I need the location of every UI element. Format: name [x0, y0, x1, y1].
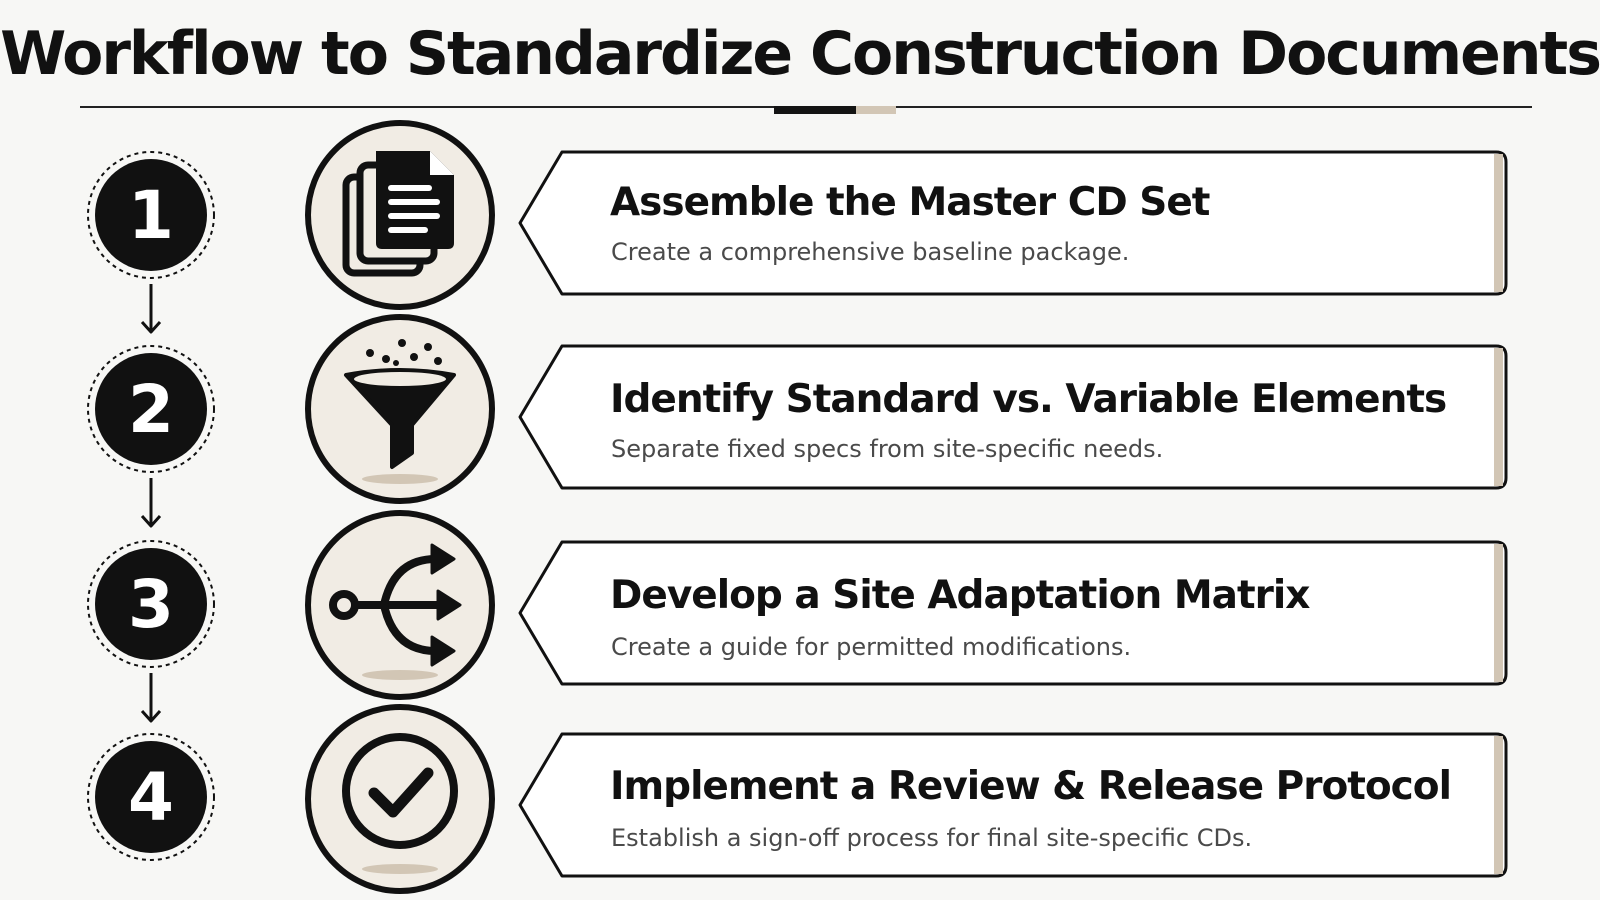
page-title: Workflow to Standardize Construction Doc… [0, 19, 1600, 89]
step-2-description: Separate fixed specs from site-specific … [611, 435, 1164, 463]
step-connector-arrow-3 [140, 673, 162, 725]
title-accent-bar-light [856, 106, 896, 114]
funnel-icon [344, 339, 456, 484]
step-2-number-badge: 2 [86, 344, 216, 474]
step-connector-arrow-1 [140, 284, 162, 336]
step-3-icon-circle [304, 509, 496, 701]
step-1-card [518, 150, 1508, 296]
step-4-description: Establish a sign-off process for final s… [611, 824, 1253, 852]
step-3-description: Create a guide for permitted modificatio… [611, 633, 1132, 661]
title-accent-bar-dark [774, 106, 856, 114]
branching-arrows-icon [329, 543, 462, 680]
step-1-title: Assemble the Master CD Set [610, 180, 1210, 225]
step-4-icon-circle [304, 703, 496, 895]
step-4-card [518, 732, 1508, 878]
step-4-number-badge: 4 [86, 732, 216, 862]
step-2-title: Identify Standard vs. Variable Elements [610, 377, 1447, 422]
step-1-number-badge: 1 [86, 150, 216, 280]
step-4-number: 4 [128, 759, 174, 836]
step-3-card [518, 540, 1508, 686]
step-3-number-badge: 3 [86, 539, 216, 669]
step-4-title: Implement a Review & Release Protocol [610, 764, 1452, 809]
step-2-card [518, 344, 1508, 490]
checkmark-icon [342, 733, 458, 874]
step-1-number: 1 [128, 177, 174, 254]
documents-icon [342, 151, 454, 277]
step-1-icon-circle [304, 119, 496, 311]
step-3-title: Develop a Site Adaptation Matrix [610, 573, 1310, 618]
step-3-number: 3 [128, 566, 174, 643]
step-2-number: 2 [128, 371, 174, 448]
step-1-description: Create a comprehensive baseline package. [611, 238, 1130, 266]
step-2-icon-circle [304, 313, 496, 505]
step-connector-arrow-2 [140, 478, 162, 530]
